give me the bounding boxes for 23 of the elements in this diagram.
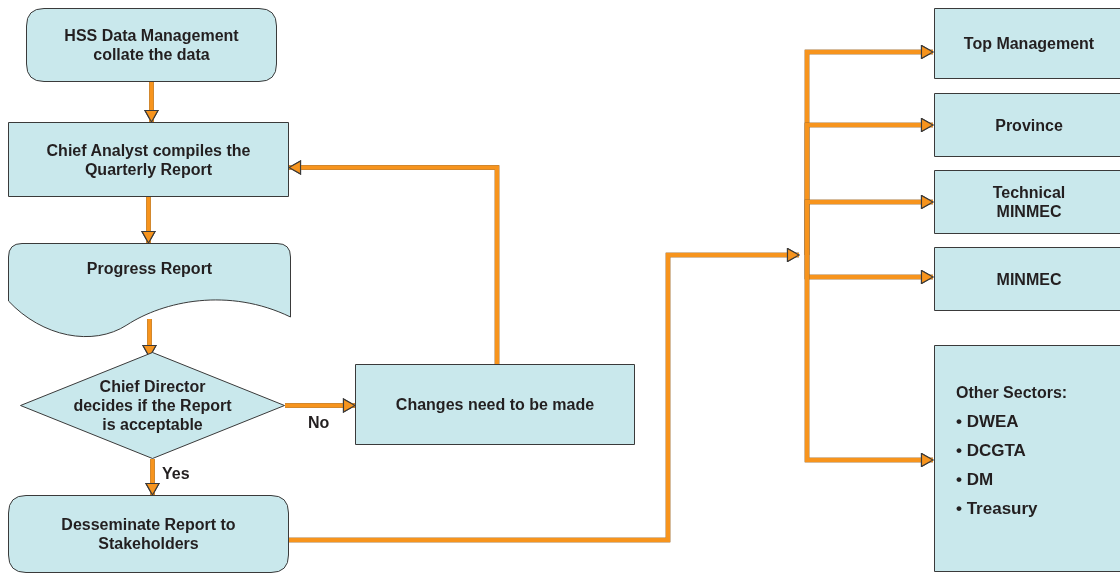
node-label: Changes need to be made bbox=[395, 395, 595, 414]
arrow bbox=[288, 160, 500, 364]
arrow bbox=[804, 194, 934, 255]
node-label: Chief Analyst compiles the Quarterly Report bbox=[45, 140, 252, 179]
arrow bbox=[289, 247, 800, 543]
arrow bbox=[285, 398, 356, 413]
node-label: Progress Report bbox=[86, 259, 213, 278]
list-item: • DWEA bbox=[956, 412, 1019, 431]
node-label: MINMEC bbox=[996, 269, 1062, 289]
list-item: • DCGTA bbox=[956, 441, 1026, 460]
arrow bbox=[145, 459, 160, 496]
arrow bbox=[144, 82, 159, 123]
node-label: Chief Director decides if the Report is acceptable bbox=[72, 377, 233, 434]
node-label: HSS Data Management collate the data bbox=[63, 26, 240, 64]
arrow bbox=[141, 197, 156, 244]
node-label: Technical MINMEC bbox=[991, 183, 1067, 221]
arrow bbox=[804, 255, 934, 468]
list-item: • DM bbox=[956, 470, 994, 489]
list-heading: Other Sectors: bbox=[956, 383, 1068, 402]
node-label: Province bbox=[995, 115, 1063, 135]
node-label: Top Management bbox=[963, 34, 1095, 53]
list-item: • Treasury bbox=[956, 499, 1038, 518]
node-label: Desseminate Report to Stakeholders bbox=[60, 515, 237, 553]
